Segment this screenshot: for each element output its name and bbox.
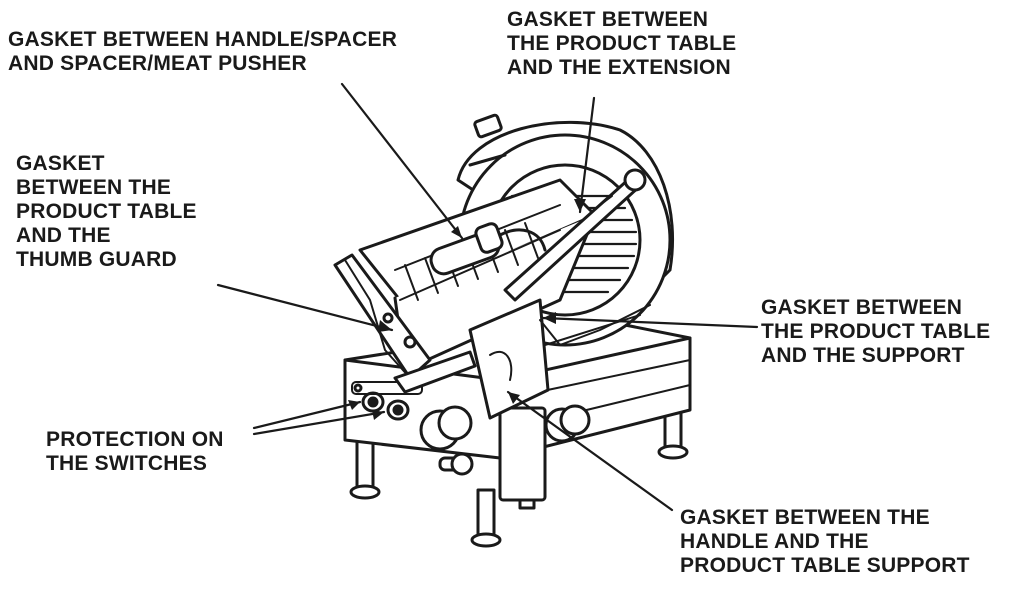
label-handle-table-support: GASKET BETWEEN THE HANDLE AND THE PRODUC… (680, 506, 970, 578)
label-thumb-guard: GASKET BETWEEN THE PRODUCT TABLE AND THE… (16, 152, 197, 272)
label-line: THUMB GUARD (16, 248, 177, 271)
label-line: PROTECTION ON (46, 428, 224, 451)
arrowhead-handle-spacer (451, 226, 462, 238)
label-line: PRODUCT TABLE SUPPORT (680, 554, 970, 577)
label-line: GASKET BETWEEN (507, 8, 709, 31)
arrowhead-switch-2 (372, 410, 384, 420)
label-table-extension: GASKET BETWEEN THE PRODUCT TABLE AND THE… (507, 8, 736, 80)
slicer-support (468, 298, 651, 420)
label-line: PRODUCT TABLE (16, 200, 197, 223)
leader-switch-2 (252, 410, 386, 436)
callout-lines (216, 82, 759, 512)
slicer-meat-pusher (429, 222, 547, 276)
slicer-thumb-guard (333, 253, 477, 394)
callout-arrowheads (348, 199, 586, 420)
label-line: GASKET BETWEEN THE (680, 506, 930, 529)
label-line: AND THE EXTENSION (507, 56, 731, 79)
label-line: GASKET BETWEEN (761, 296, 963, 319)
label-line: BETWEEN THE (16, 176, 172, 199)
label-table-support: GASKET BETWEEN THE PRODUCT TABLE AND THE… (761, 296, 990, 368)
slicer-knobs (419, 404, 591, 476)
arrowhead-switch-1 (348, 400, 360, 410)
leader-switch-1 (252, 400, 362, 430)
label-switches: PROTECTION ON THE SWITCHES (46, 428, 224, 476)
label-line: AND THE SUPPORT (761, 344, 965, 367)
label-line: AND THE (16, 224, 111, 247)
arrowhead-handle-table-support (508, 392, 520, 404)
leader-table-extension (578, 96, 596, 214)
leader-handle-table-support (506, 390, 674, 512)
leader-table-support (541, 316, 759, 329)
arrowhead-thumb-guard (378, 320, 392, 332)
arrowhead-table-extension (574, 199, 586, 212)
leader-handle-spacer (340, 82, 464, 240)
label-line: GASKET BETWEEN HANDLE/SPACER (8, 28, 398, 51)
label-line: GASKET (16, 152, 105, 175)
arrowhead-table-support (543, 312, 556, 324)
slicer-legs (349, 406, 689, 548)
label-line: AND SPACER/MEAT PUSHER (8, 52, 307, 75)
leader-thumb-guard (216, 283, 394, 332)
slicer-extension-rod (503, 168, 647, 302)
label-line: THE PRODUCT TABLE (507, 32, 737, 55)
label-handle-spacer: GASKET BETWEEN HANDLE/SPACER AND SPACER/… (8, 28, 397, 76)
label-line: THE SWITCHES (46, 452, 208, 475)
label-line: HANDLE AND THE (680, 530, 869, 553)
label-line: THE PRODUCT TABLE (761, 320, 991, 343)
